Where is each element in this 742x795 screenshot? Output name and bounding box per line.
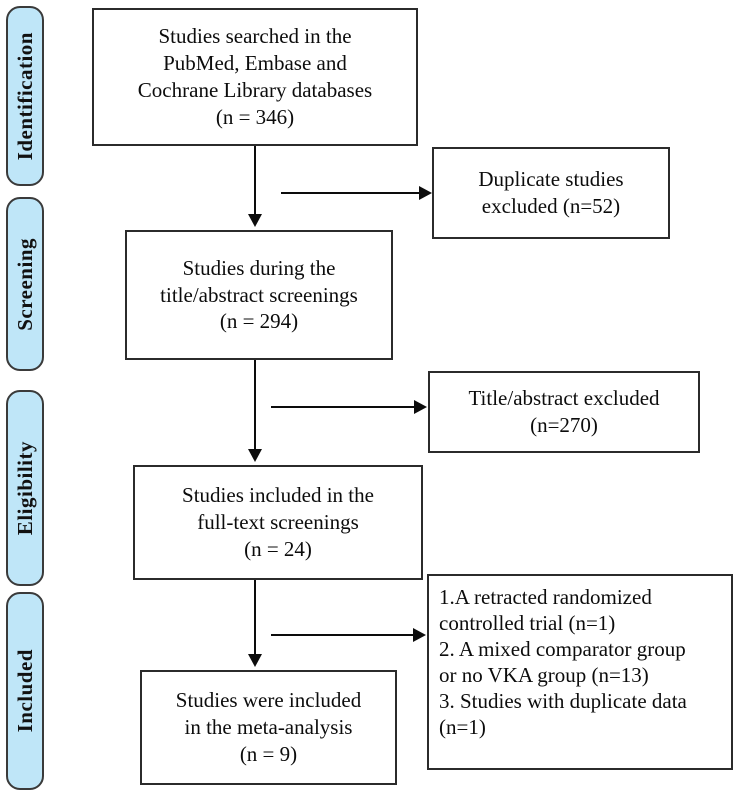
stage-label-eligibility: Eligibility xyxy=(12,440,37,536)
stage-label-identification: Identification xyxy=(12,31,37,161)
box-title-abstract-excluded: Title/abstract excluded (n=270) xyxy=(428,371,700,453)
stage-pill-included: Included xyxy=(6,592,44,790)
arrow-down-icon-1 xyxy=(248,214,262,227)
box-duplicates-excluded-text: Duplicate studies excluded (n=52) xyxy=(478,167,624,218)
box-studies-included: Studies were included in the meta-analys… xyxy=(140,670,397,785)
box-title-abstract-excluded-text: Title/abstract excluded (n=270) xyxy=(468,386,660,437)
stage-label-screening: Screening xyxy=(12,237,37,331)
box-full-text-excluded-text: 1.A retracted randomized controlled tria… xyxy=(439,585,687,740)
stage-label-included: Included xyxy=(12,649,37,733)
arrow-down-icon-3 xyxy=(248,654,262,667)
box-duplicates-excluded: Duplicate studies excluded (n=52) xyxy=(432,147,670,239)
arrow-right-icon-2 xyxy=(414,400,427,414)
box-title-abstract-screened: Studies during the title/abstract screen… xyxy=(125,230,393,360)
box-records-identified: Studies searched in the PubMed, Embase a… xyxy=(92,8,418,146)
arrow-right-icon-3 xyxy=(413,628,426,642)
stage-pill-identification: Identification xyxy=(6,6,44,186)
box-records-identified-text: Studies searched in the PubMed, Embase a… xyxy=(137,24,373,129)
box-studies-included-text: Studies were included in the meta-analys… xyxy=(175,688,362,766)
box-full-text-assessed-text: Studies included in the full-text screen… xyxy=(182,483,374,561)
stage-pill-eligibility: Eligibility xyxy=(6,390,44,586)
box-full-text-excluded: 1.A retracted randomized controlled tria… xyxy=(427,574,733,770)
box-title-abstract-screened-text: Studies during the title/abstract screen… xyxy=(160,255,358,334)
box-full-text-assessed: Studies included in the full-text screen… xyxy=(133,465,423,580)
arrow-down-icon-2 xyxy=(248,449,262,462)
stage-pill-screening: Screening xyxy=(6,197,44,371)
arrow-right-icon-1 xyxy=(419,186,432,200)
